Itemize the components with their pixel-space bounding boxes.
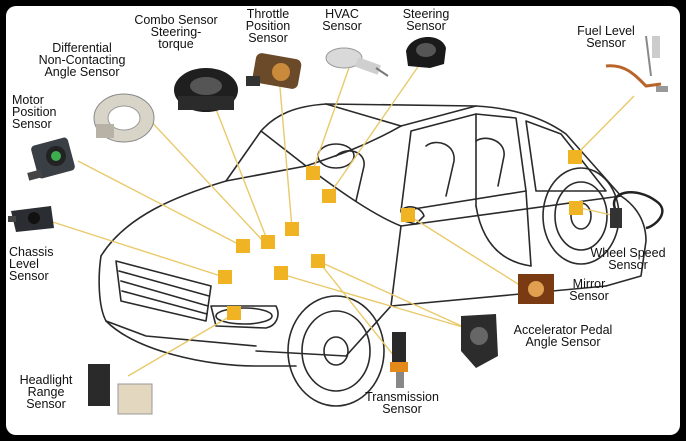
marker-wheel bbox=[569, 201, 583, 215]
leader-differential bbox=[145, 115, 265, 243]
motor-position-sensor-image bbox=[27, 137, 75, 181]
leader-hvac bbox=[311, 61, 352, 174]
leader-chassis bbox=[33, 215, 225, 278]
leader-accelerator-2 bbox=[317, 260, 467, 329]
label-headlight: Headlight Range Sensor bbox=[19, 373, 73, 411]
marker-fuel bbox=[568, 150, 582, 164]
hvac-sensor-image bbox=[325, 47, 389, 77]
label-combo: Combo Sensor Steering- torque bbox=[134, 13, 218, 51]
label-differential: Differential Non-Contacting Angle Sensor bbox=[38, 41, 126, 79]
transmission-sensor-image bbox=[390, 332, 408, 388]
chassis-level-sensor-image bbox=[8, 206, 54, 232]
label-chassis: Chassis Level Sensor bbox=[9, 245, 54, 283]
label-wheel-speed: Wheel Speed Sensor bbox=[590, 246, 666, 272]
fuel-level-sensor-image bbox=[605, 35, 668, 92]
leader-steering bbox=[328, 60, 423, 196]
steering-sensor-image bbox=[406, 37, 446, 68]
label-mirror: Mirror Sensor bbox=[569, 277, 609, 303]
leader-headlight bbox=[127, 313, 235, 377]
leader-throttle bbox=[277, 63, 293, 229]
marker-mirror bbox=[401, 208, 415, 222]
car-outline bbox=[98, 103, 647, 407]
label-accelerator: Accelerator Pedal Angle Sensor bbox=[513, 323, 613, 349]
marker-motor bbox=[236, 239, 250, 253]
differential-angle-sensor-image bbox=[93, 93, 155, 143]
leader-motor bbox=[77, 160, 243, 247]
marker-headlight bbox=[227, 306, 241, 320]
wheel-speed-sensor-image bbox=[610, 191, 664, 230]
diagram-frame: Differential Non-Contacting Angle Sensor… bbox=[6, 6, 680, 435]
marker-combo bbox=[261, 235, 275, 249]
leader-combo bbox=[213, 103, 269, 243]
marker-throttle bbox=[285, 222, 299, 236]
leader-accelerator bbox=[280, 273, 467, 329]
marker-hvac bbox=[306, 166, 320, 180]
marker-chassis bbox=[218, 270, 232, 284]
label-throttle: Throttle Position Sensor bbox=[245, 7, 291, 45]
leader-fuel bbox=[574, 95, 635, 157]
label-steering: Steering Sensor bbox=[402, 7, 450, 33]
label-transmission: Transmission Sensor bbox=[365, 390, 439, 416]
label-motor: Motor Position Sensor bbox=[12, 93, 57, 131]
label-hvac: HVAC Sensor bbox=[322, 7, 362, 33]
leader-transmission bbox=[318, 261, 399, 362]
accelerator-pedal-sensor-image bbox=[461, 314, 498, 368]
leader-lines bbox=[33, 60, 635, 377]
headlight-range-sensor-image bbox=[88, 364, 153, 415]
leader-mirror bbox=[407, 214, 527, 290]
sensor-markers bbox=[218, 150, 583, 320]
marker-steering bbox=[322, 189, 336, 203]
label-fuel: Fuel Level Sensor bbox=[577, 24, 635, 50]
marker-accelerator bbox=[274, 266, 288, 280]
marker-transmission bbox=[311, 254, 325, 268]
throttle-position-sensor-image bbox=[246, 53, 302, 89]
mirror-sensor-image bbox=[518, 274, 554, 304]
combo-sensor-image bbox=[174, 68, 238, 112]
car-sensor-diagram bbox=[8, 35, 668, 415]
